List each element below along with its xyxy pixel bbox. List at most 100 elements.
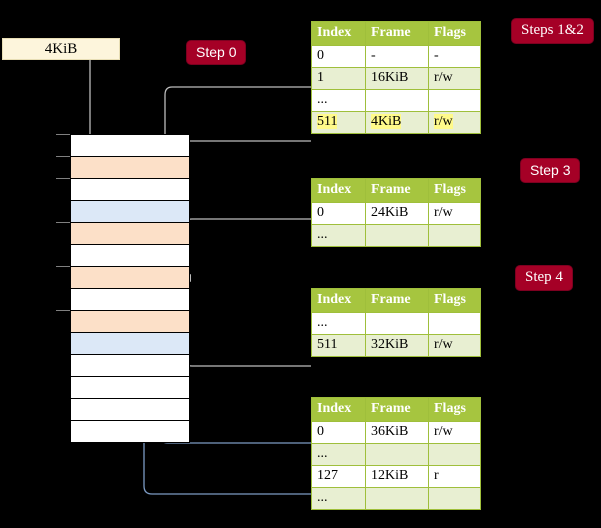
step-badge-step4: Step 4 <box>516 266 572 290</box>
column-header-flags: Flags <box>428 21 481 46</box>
cell-text: r/w <box>434 205 453 220</box>
memory-tick-1 <box>56 156 70 157</box>
memory-tick-0 <box>56 134 70 135</box>
cell-flags <box>428 443 481 466</box>
table-row: 127 12KiB r <box>311 465 481 488</box>
cell-frame: - <box>365 45 429 68</box>
cell-text: ... <box>317 315 328 330</box>
cell-flags: r <box>428 465 481 488</box>
column-header-flags: Flags <box>428 397 481 422</box>
physical-memory-column <box>70 134 190 443</box>
cell-frame: 12KiB <box>365 465 429 488</box>
cell-text: r/w <box>434 70 453 85</box>
memory-cell-12 <box>70 398 190 421</box>
table-row: ... <box>311 312 481 335</box>
cell-index: 0 <box>311 45 366 68</box>
cell-flags <box>428 224 481 247</box>
column-header-frame: Frame <box>365 21 429 46</box>
table-row: ... <box>311 487 481 510</box>
memory-cell-2 <box>70 178 190 201</box>
cell-index: 511 <box>311 334 366 357</box>
cell-flags: - <box>428 45 481 68</box>
cell-index: 1 <box>311 67 366 90</box>
cell-flags: r/w <box>428 421 481 444</box>
step-badge-steps12: Steps 1&2 <box>512 19 593 43</box>
cell-text: 32KiB <box>371 337 409 352</box>
cell-text: 511 <box>317 337 338 352</box>
table-row: 0 24KiB r/w <box>311 202 481 225</box>
column-header-flags: Flags <box>428 178 481 203</box>
cell-index: 0 <box>311 202 366 225</box>
cell-text: 1 <box>317 70 324 85</box>
cell-index: ... <box>311 224 366 247</box>
cell-index: 0 <box>311 421 366 444</box>
cell-text: 127 <box>317 468 338 483</box>
table-row: ... <box>311 89 481 112</box>
cell-flags <box>428 487 481 510</box>
memory-cell-0 <box>70 134 190 157</box>
cell-text: r/w <box>434 114 453 129</box>
table-row: 511 4KiB r/w <box>311 111 481 134</box>
cell-frame <box>365 224 429 247</box>
cell-frame: 4KiB <box>365 111 429 134</box>
cell-flags <box>428 89 481 112</box>
cell-text: 0 <box>317 205 324 220</box>
column-header-frame: Frame <box>365 288 429 313</box>
cell-index: ... <box>311 443 366 466</box>
column-header-frame: Frame <box>365 178 429 203</box>
memory-cell-11 <box>70 376 190 399</box>
cell-text: 0 <box>317 424 324 439</box>
cell-text: 4KiB <box>371 114 402 129</box>
cell-text: ... <box>317 227 328 242</box>
cell-index: ... <box>311 89 366 112</box>
memory-cell-13 <box>70 420 190 443</box>
memory-tick-8 <box>56 310 70 311</box>
memory-cell-9 <box>70 332 190 355</box>
cell-text: ... <box>317 92 328 107</box>
cell-flags: r/w <box>428 202 481 225</box>
cell-index: ... <box>311 312 366 335</box>
cell-text: r/w <box>434 337 453 352</box>
cell-text: 511 <box>317 114 338 129</box>
cell-index: 511 <box>311 111 366 134</box>
table-row: ... <box>311 443 481 466</box>
step-badge-step3: Step 3 <box>521 159 580 182</box>
cell-flags: r/w <box>428 111 481 134</box>
memory-tick-6 <box>56 266 70 267</box>
cell-text: ... <box>317 490 328 505</box>
memory-cell-10 <box>70 354 190 377</box>
cell-frame <box>365 89 429 112</box>
cell-text: 36KiB <box>371 424 409 439</box>
cell-frame: 16KiB <box>365 67 429 90</box>
column-header-frame: Frame <box>365 397 429 422</box>
column-header-flags: Flags <box>428 288 481 313</box>
cell-flags <box>428 312 481 335</box>
source-frame-label: 4KiB <box>44 40 78 57</box>
cell-frame: 32KiB <box>365 334 429 357</box>
link-l2-row511-to-memory <box>177 296 311 367</box>
cell-flags: r/w <box>428 334 481 357</box>
cell-text: 12KiB <box>371 468 409 483</box>
cell-text: - <box>371 48 376 63</box>
cell-frame: 24KiB <box>365 202 429 225</box>
column-header-index: Index <box>311 178 366 203</box>
cell-frame: 36KiB <box>365 421 429 444</box>
source-frame-box: 4KiB <box>2 38 120 60</box>
table-row: 0 36KiB r/w <box>311 421 481 444</box>
cell-frame <box>365 487 429 510</box>
memory-cell-3 <box>70 200 190 223</box>
memory-cell-8 <box>70 310 190 333</box>
memory-cell-4 <box>70 222 190 245</box>
cell-frame <box>365 312 429 335</box>
memory-cell-1 <box>70 156 190 179</box>
table-row: 511 32KiB r/w <box>311 334 481 357</box>
memory-cell-6 <box>70 266 190 289</box>
